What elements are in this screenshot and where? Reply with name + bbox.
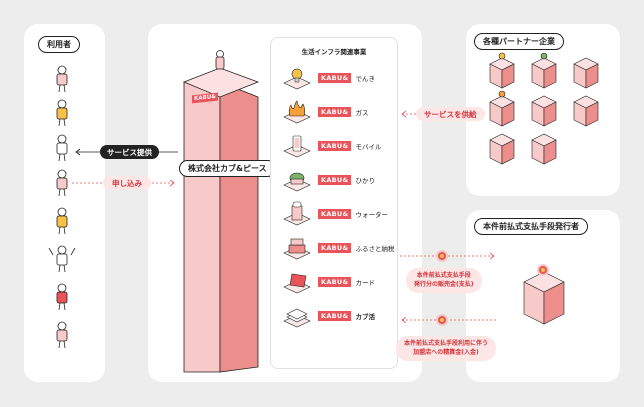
- building-icon: [531, 95, 557, 127]
- building-icon: [531, 52, 557, 89]
- service-row: KABU& ウォーター: [282, 201, 388, 227]
- brand-label: KABU&: [318, 107, 352, 117]
- service-row: KABU& でんき: [282, 65, 375, 91]
- issuer-title: 本件前払式支払手段発行者: [474, 218, 588, 235]
- apply-label: 申し込み: [103, 176, 151, 190]
- person-icon: [56, 169, 68, 197]
- person-icon: [56, 321, 68, 349]
- service-label: カブ活: [355, 313, 375, 321]
- service-label: ふるさと納税: [355, 245, 395, 253]
- service-label: ガス: [355, 109, 369, 117]
- service-row: KABU& ひかり: [282, 167, 375, 193]
- issuer-flow-arrows: [400, 252, 496, 324]
- building-icon: [489, 52, 515, 89]
- gift-boxes-icon: [283, 238, 311, 260]
- issuer-sales-note: 本件前払式支払手段 発行分の販売金(支払): [406, 268, 482, 294]
- brand-label: KABU&: [318, 311, 352, 321]
- brand-label: KABU&: [318, 73, 352, 83]
- service-provide-label: サービス提供: [100, 145, 159, 159]
- person-icon: [56, 65, 68, 93]
- brand-label: KABU&: [318, 243, 352, 253]
- service-label: モバイル: [355, 143, 382, 151]
- issuer-settlement-note: 本件前払式支払手段利用に伴う 加盟店への精算金(入金): [396, 336, 497, 362]
- building-icon: [489, 90, 515, 127]
- flame-icon: [283, 100, 311, 124]
- person-icon: [56, 207, 68, 235]
- infra-title: 生活インフラ関連事業: [301, 48, 367, 56]
- person-icon: [56, 99, 68, 127]
- partner-supply-label: サービスを供給: [416, 107, 485, 121]
- service-label: ウォーター: [355, 211, 388, 219]
- brand-label: KABU&: [318, 175, 352, 185]
- service-label: カード: [355, 279, 375, 287]
- brand-label: KABU&: [318, 141, 352, 151]
- building-icon: [573, 57, 599, 89]
- router-icon: [283, 172, 311, 192]
- company-tower: [182, 50, 260, 373]
- smartphone-icon: [283, 135, 311, 158]
- service-label: ひかり: [355, 177, 375, 185]
- note-line: 加盟店への精算金(入金): [413, 348, 479, 356]
- water-server-icon: [283, 201, 311, 226]
- partner-buildings: [489, 52, 599, 165]
- building-icon: [573, 95, 599, 127]
- credit-card-icon: [283, 273, 311, 294]
- users-title: 利用者: [38, 36, 80, 53]
- brand-label: KABU&: [318, 209, 352, 219]
- coin-icon: [537, 264, 549, 276]
- partners-title: 各種パートナー企業: [474, 33, 564, 50]
- building-icon: [489, 133, 515, 165]
- person-icon: [56, 134, 68, 162]
- coin-icon: [436, 314, 448, 326]
- service-row: KABU& ふるさと納税: [282, 235, 394, 261]
- service-row: KABU& カード: [282, 269, 375, 295]
- company-name: 株式会社カブ&ピース: [179, 160, 276, 177]
- brand-label: KABU&: [318, 277, 352, 287]
- note-line: 発行分の販売金(支払): [414, 280, 474, 288]
- lightbulb-icon: [283, 68, 311, 90]
- service-row: KABU& ガス: [282, 99, 368, 125]
- person-icon: [56, 283, 68, 311]
- note-line: 本件前払式支払手段利用に伴う: [404, 340, 489, 347]
- service-row: KABU& カブ活: [282, 303, 375, 329]
- note-line: 本件前払式支払手段: [416, 272, 471, 279]
- service-label: でんき: [355, 75, 375, 83]
- stock-book-icon: [283, 308, 311, 328]
- service-row: KABU& モバイル: [282, 133, 381, 159]
- person-icon: [48, 245, 76, 273]
- building-icon: [531, 133, 557, 165]
- coin-icon: [436, 250, 448, 262]
- issuer-building: [523, 271, 565, 325]
- users-people-illustration: [48, 65, 76, 349]
